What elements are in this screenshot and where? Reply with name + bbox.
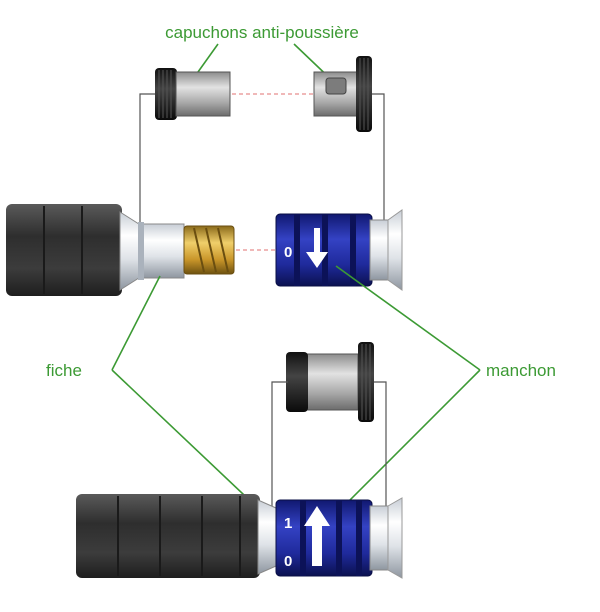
bottom-sleeve-zero-mark: 0 — [284, 553, 292, 570]
top-plug-cable — [6, 204, 143, 296]
dust-cap-plug-side — [155, 68, 231, 120]
plug-label: fiche — [46, 361, 82, 380]
dust-caps-label: capuchons anti-poussière — [165, 23, 359, 42]
top-sleeve-zero-mark: 0 — [284, 244, 292, 261]
down-arrow-icon — [306, 228, 328, 268]
dust-cap-socket-side — [313, 56, 372, 132]
cap-tethers-top — [139, 93, 385, 232]
bottom-plug-cable — [76, 494, 277, 578]
sleeve-label: manchon — [486, 361, 556, 380]
top-plug-gold-contact — [183, 225, 235, 275]
dust-cap-bottom — [286, 342, 374, 422]
up-arrow-icon — [304, 506, 330, 566]
bottom-sleeve: 1 0 — [275, 497, 403, 579]
cap-tethers-bottom — [271, 381, 387, 508]
top-sleeve: 0 — [275, 209, 403, 291]
bottom-sleeve-one-mark: 1 — [284, 515, 292, 532]
top-plug-chrome-body — [138, 222, 185, 280]
leader-lines — [111, 265, 481, 525]
